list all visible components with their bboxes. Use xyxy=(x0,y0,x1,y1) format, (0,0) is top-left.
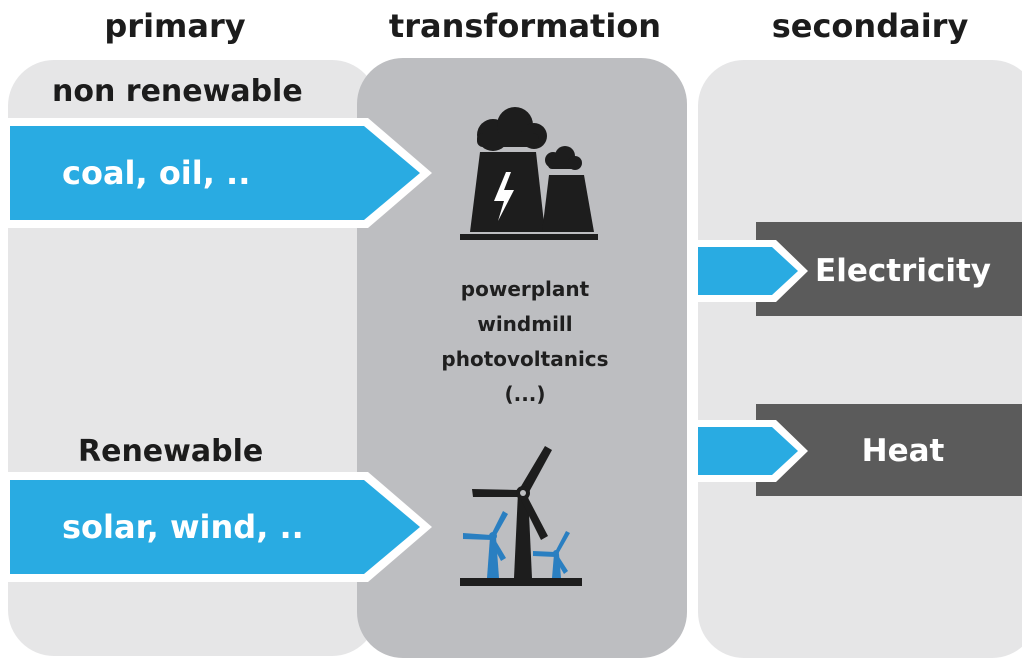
secondary-column-header: secondairy xyxy=(771,7,969,45)
heat-label: Heat xyxy=(861,433,945,469)
heat-input-arrow-fill xyxy=(698,427,798,475)
renewable-arrow-fill xyxy=(10,480,420,574)
technology-item: windmill xyxy=(477,312,573,336)
secondary-panel xyxy=(698,60,1022,658)
technology-item: photovoltanics xyxy=(441,347,609,371)
technology-list: powerplant windmill photovoltanics (...) xyxy=(395,272,655,412)
wind-turbine-icon xyxy=(460,446,582,586)
technology-item: (...) xyxy=(504,382,546,406)
renewable-examples: solar, wind, .. xyxy=(62,508,304,546)
non-renewable-examples: coal, oil, .. xyxy=(62,154,251,192)
non-renewable-arrow-fill xyxy=(10,126,420,220)
electricity-input-arrow-fill xyxy=(698,247,798,295)
primary-column-header: primary xyxy=(104,7,246,45)
renewable-label: Renewable xyxy=(78,434,264,469)
power-plant-icon xyxy=(460,107,598,240)
electricity-label: Electricity xyxy=(815,253,991,289)
transformation-column-header: transformation xyxy=(388,7,662,45)
technology-item: powerplant xyxy=(460,277,590,301)
non-renewable-label: non renewable xyxy=(52,74,303,109)
